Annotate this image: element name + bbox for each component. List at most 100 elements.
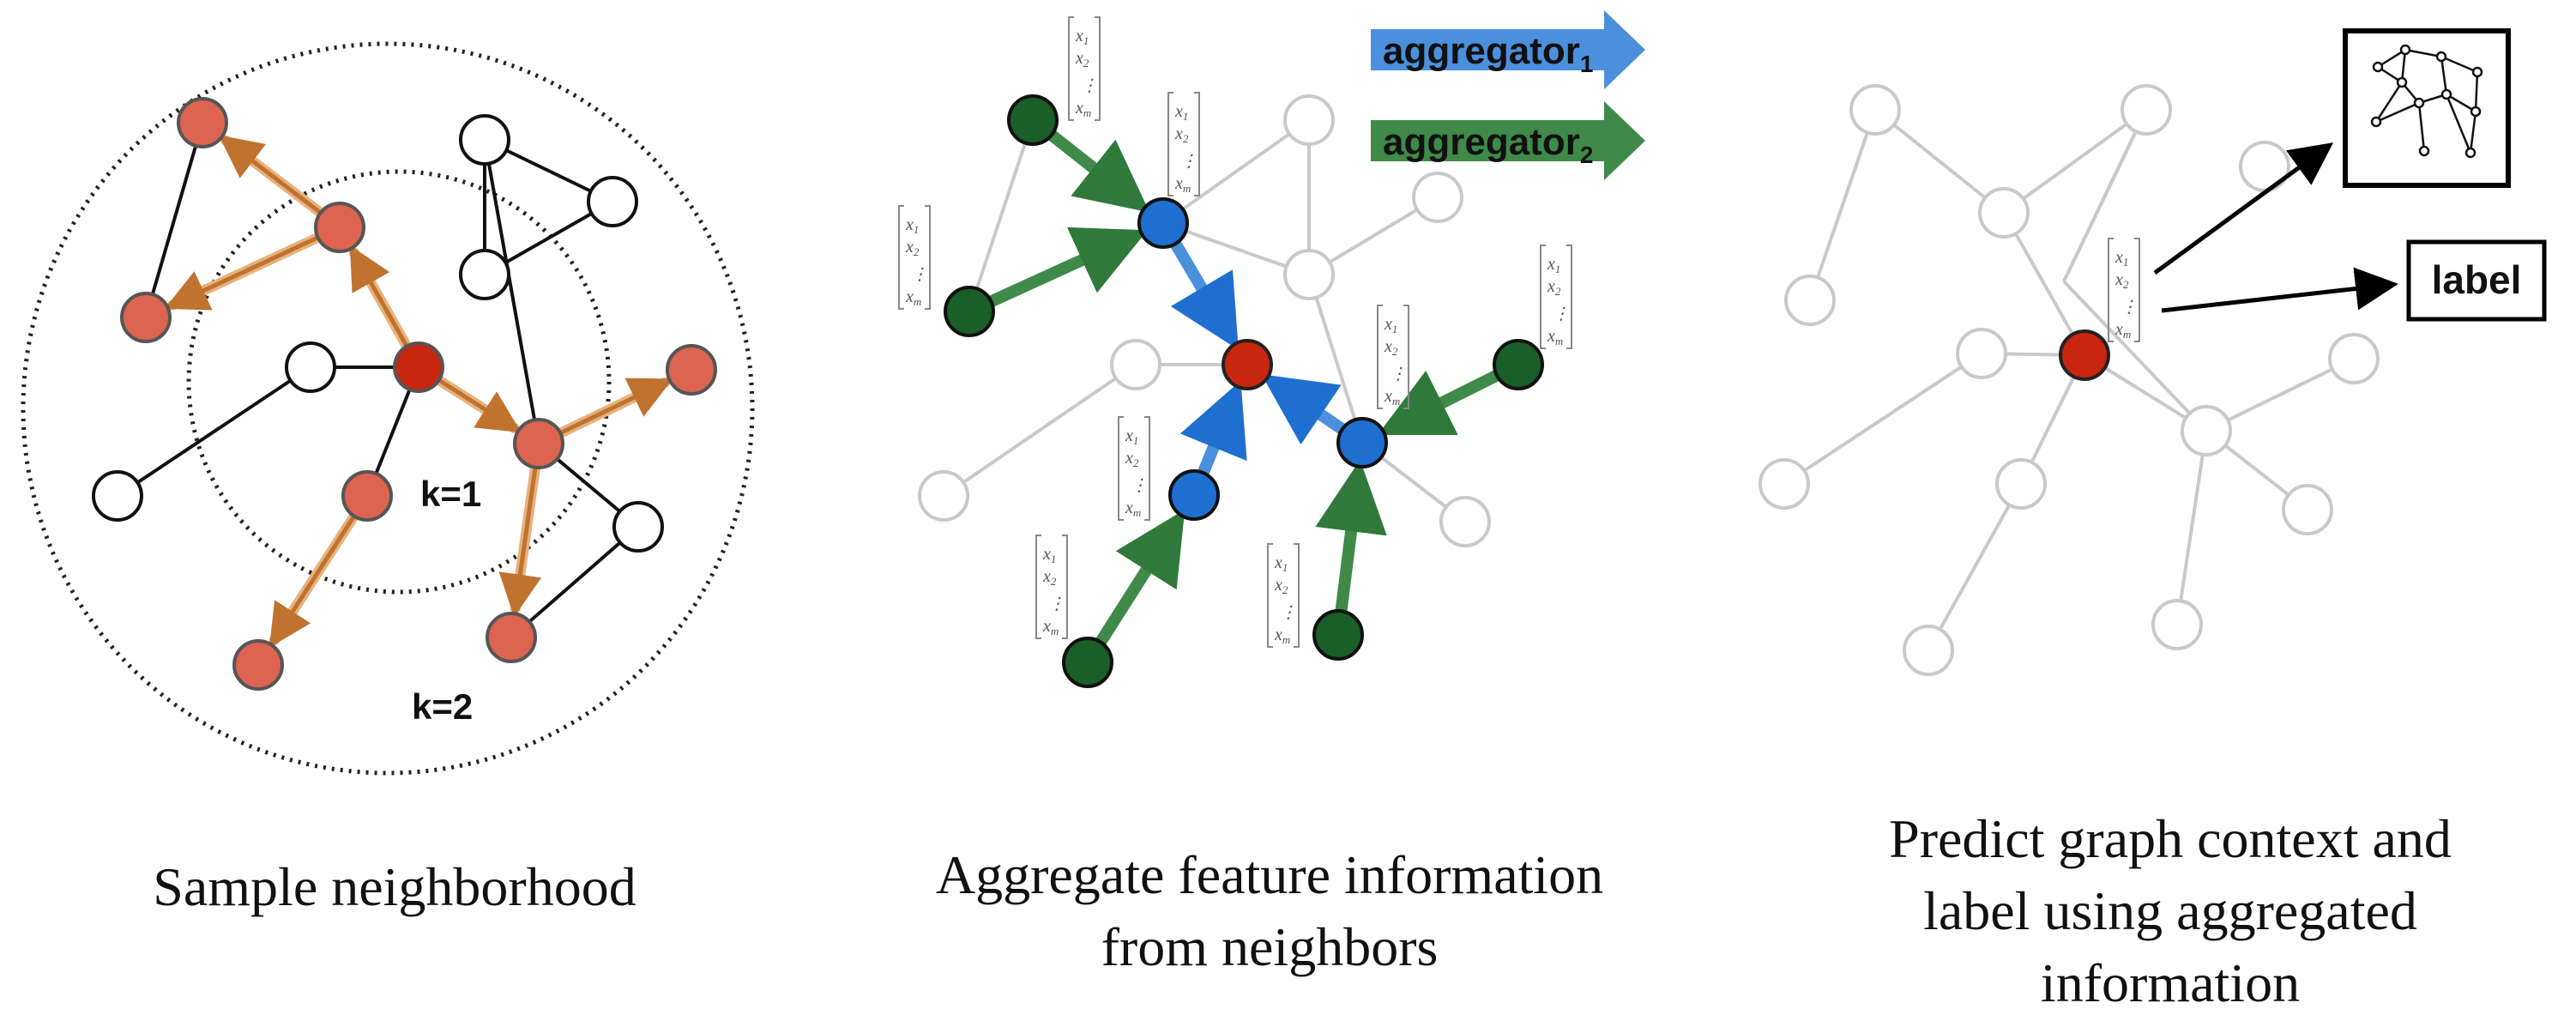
svg-text:x1: x1 (1174, 102, 1188, 123)
svg-text:x2: x2 (1174, 124, 1189, 145)
aggregator1-sub: 1 (1580, 51, 1594, 77)
faded-edge (968, 119, 1035, 312)
graph-node (1903, 625, 1954, 676)
sample-arrow (164, 225, 341, 311)
faded-edge (2205, 357, 2355, 432)
graph-node (1849, 84, 1901, 136)
k1-label: k=1 (420, 474, 481, 514)
inner-circle-k1 (186, 169, 612, 595)
graph-node (1759, 458, 1810, 510)
caption-predict: Predict graph context and label using ag… (1784, 803, 2556, 1019)
svg-text:⋮: ⋮ (1081, 76, 1098, 95)
faded-edge (2002, 212, 2086, 356)
graph-node (2239, 141, 2290, 192)
graph-node (459, 114, 510, 166)
graph-node (1493, 339, 1544, 390)
graph-node (513, 418, 564, 469)
svg-text:xm: xm (2114, 320, 2131, 341)
sample-arrow (498, 443, 542, 618)
faded-edge (942, 363, 1137, 498)
svg-text:x2: x2 (1125, 449, 1139, 469)
svg-text:xm: xm (1384, 387, 1400, 408)
graph-node (1312, 609, 1364, 661)
graph-node (459, 249, 510, 300)
edge (144, 122, 204, 318)
graph-node (1412, 172, 1463, 223)
svg-text:x1: x1 (1547, 255, 1560, 275)
graph-node (2282, 484, 2333, 535)
faded-edge (1927, 483, 2023, 651)
faded-edge (2175, 430, 2208, 625)
graph-node (1283, 249, 1335, 300)
label-box: label (2406, 239, 2547, 322)
edge (483, 139, 540, 444)
faded-edge (2062, 109, 2148, 282)
panel-sample-neighborhood (21, 41, 755, 776)
graph-node (666, 344, 717, 396)
graph-node (944, 286, 995, 337)
graph-node (341, 470, 393, 522)
svg-text:x1: x1 (2114, 248, 2128, 269)
svg-text:aggregator1: aggregator1 (1383, 30, 1593, 77)
graph-node (1978, 187, 2030, 239)
caption-predict-line-3: information (2040, 952, 2301, 1013)
aggregator1-arrow: aggregator1 (1371, 10, 1645, 89)
svg-text:x2: x2 (1075, 49, 1089, 69)
svg-text:x2: x2 (905, 238, 920, 258)
caption-aggregate-line-2: from neighbors (1101, 916, 1439, 977)
aggregator2-arrow: aggregator2 (1371, 101, 1645, 180)
svg-text:x1: x1 (1075, 27, 1089, 47)
edge (510, 525, 640, 639)
caption-aggregate: Aggregate feature information from neigh… (858, 839, 1681, 983)
svg-text:x2: x2 (1547, 277, 1561, 298)
graph-node (1956, 328, 2007, 379)
edge (116, 365, 312, 498)
faded-edge (2002, 108, 2148, 214)
hop2-arrow (1315, 459, 1387, 636)
k2-label: k=2 (412, 686, 473, 727)
svg-text:⋮: ⋮ (1390, 365, 1407, 384)
svg-text:x1: x1 (1125, 426, 1138, 447)
svg-text:⋮: ⋮ (1131, 476, 1148, 495)
svg-text:⋮: ⋮ (1280, 603, 1297, 622)
outer-circle-k2 (21, 41, 755, 776)
aggregator1-text: aggregator (1383, 30, 1580, 72)
svg-text:xm: xm (1125, 498, 1141, 519)
graph-node (1995, 458, 2047, 510)
svg-text:⋮: ⋮ (1048, 595, 1065, 613)
graph-node (486, 612, 537, 663)
graph-node (1784, 275, 1836, 326)
svg-text:xm: xm (905, 287, 921, 308)
faded-edge (1307, 274, 1364, 444)
graph-node (232, 639, 284, 691)
aggregator2-text: aggregator (1383, 121, 1580, 163)
graph-node (2181, 405, 2232, 456)
graph-node (1439, 496, 1491, 547)
faded-edge (1161, 118, 1311, 225)
svg-text:x1: x1 (905, 215, 919, 236)
graph-node (1137, 197, 1189, 249)
svg-text:x2: x2 (1384, 337, 1398, 358)
svg-text:x1: x1 (1274, 553, 1288, 574)
graph-node (177, 97, 228, 148)
graph-node (918, 470, 969, 522)
svg-text:⋮: ⋮ (1180, 152, 1198, 171)
faded-edge (1162, 221, 1310, 276)
aggregator2-sub: 2 (1580, 142, 1594, 168)
diagram-labels: k=1 k=2 aggregator1 aggregator2 label (412, 10, 2547, 727)
target-node (1222, 339, 1273, 390)
svg-text:xm: xm (1174, 174, 1191, 195)
svg-text:x2: x2 (1042, 567, 1057, 588)
svg-text:x2: x2 (2114, 270, 2129, 291)
graph-node (2121, 84, 2172, 136)
label-arrow (2161, 267, 2398, 313)
